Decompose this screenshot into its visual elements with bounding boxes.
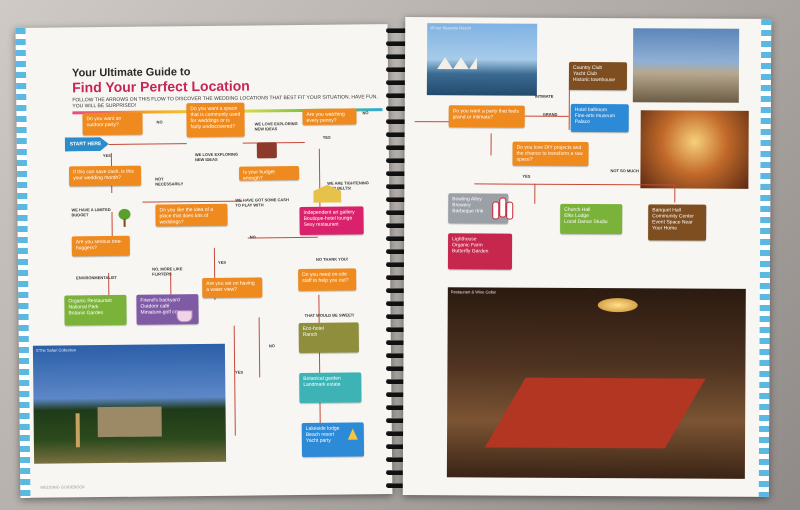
connector-line bbox=[569, 88, 570, 130]
label-yes: YES bbox=[218, 260, 226, 265]
connector-line bbox=[259, 317, 261, 377]
question-lots-of-weddings: Do you like the idea of a place that doe… bbox=[155, 204, 227, 227]
ballroom-photo bbox=[640, 110, 748, 189]
label-yes: YES bbox=[235, 370, 243, 375]
connector-line bbox=[491, 133, 492, 155]
bowling-pins-icon bbox=[492, 198, 510, 220]
giraffe-figure bbox=[76, 413, 80, 447]
connector-line bbox=[248, 237, 318, 239]
terrace-photo bbox=[633, 28, 739, 103]
connector-line bbox=[234, 326, 236, 436]
question-onsite-staff: Do you need on-site staff to help you ou… bbox=[298, 268, 356, 291]
connector-line bbox=[674, 184, 675, 202]
label-no: NO bbox=[362, 110, 368, 115]
label-no: NO bbox=[157, 119, 163, 124]
connector-line bbox=[474, 183, 674, 185]
result-gallery: Independent art gallery Boutique-hotel l… bbox=[299, 206, 363, 235]
guide-heading-line2: Find Your Perfect Location bbox=[72, 78, 250, 96]
question-watching-penny: Are you watching every penny? bbox=[302, 108, 356, 125]
question-space-type: Do you want a space that is commonly use… bbox=[186, 103, 244, 138]
connector-line bbox=[109, 143, 187, 145]
result-country-club: Country Club Yacht Club Historic townhou… bbox=[569, 62, 627, 90]
question-water-view: Are you set on having a water view? bbox=[202, 277, 262, 298]
tent-canopy bbox=[437, 57, 477, 69]
label-no-thank-you: NO THANK YOU! bbox=[316, 256, 348, 261]
result-lighthouse: Lighthouse Organic Farm Butterfly Garden bbox=[448, 233, 512, 269]
marina-photo: ©Four Seasons Resort bbox=[427, 23, 537, 96]
question-save-cash: If this can save cash, is this your wedd… bbox=[69, 166, 141, 187]
wine-cellar-dinner-photo: Restaurant & Wine Cellar bbox=[447, 287, 746, 479]
chandelier-icon bbox=[598, 298, 638, 312]
question-tree-huggers: Are you serious tree-huggers? bbox=[72, 236, 130, 257]
right-page: ©Four Seasons Resort Country Club Yacht … bbox=[403, 17, 771, 497]
label-yes: YES bbox=[103, 153, 111, 158]
label-grand: GRAND bbox=[543, 112, 558, 117]
label-sweet: THAT WOULD BE SWEET! bbox=[305, 312, 355, 318]
photo-caption: ©Four Seasons Resort bbox=[430, 25, 471, 30]
label-yes: YES bbox=[323, 135, 331, 140]
label-not-so-much: NOT SO MUCH bbox=[610, 168, 638, 173]
label-limited-budget: WE HAVE A LIMITED BUDGET bbox=[71, 207, 111, 217]
result-botanical: Botanical garden Landmark estate bbox=[299, 372, 361, 403]
left-page-edge-stripe bbox=[16, 28, 31, 498]
label-flirters: NO, MORE LIKE FLIRTERS bbox=[152, 266, 192, 276]
dining-table bbox=[485, 378, 706, 449]
photo-caption: ©The Safari Collection bbox=[36, 347, 76, 352]
label-no: NO bbox=[250, 234, 256, 239]
label-some-cash: WE HAVE GOT SOME CASH TO PLAY WITH bbox=[235, 197, 293, 208]
result-hotel-ballroom: Hotel ballroom Fine-arts museum Palace bbox=[571, 104, 629, 132]
connector-line bbox=[534, 184, 535, 204]
result-banquet-hall: Banquet Hall Community Center Event Spac… bbox=[648, 204, 706, 240]
safari-lodge-photo: ©The Safari Collection bbox=[33, 344, 226, 464]
label-environmentalist: ENVIRONMENTALIST bbox=[76, 275, 117, 280]
gift-box-icon bbox=[257, 142, 277, 158]
label-exploring: WE LOVE EXPLORING NEW IDEAS bbox=[255, 121, 299, 131]
question-budget-enough: Is your budget enough? bbox=[239, 166, 299, 181]
question-outdoor-party: Do you want an outdoor party? bbox=[82, 113, 142, 136]
result-eco-hotel: Eco-hotel Ranch bbox=[299, 322, 359, 353]
right-page-edge-stripe bbox=[759, 19, 772, 497]
label-yes: YES bbox=[522, 174, 530, 179]
connector-line bbox=[415, 121, 451, 122]
question-grand-or-intimate: Do you want a party that feels grand or … bbox=[449, 105, 525, 127]
cup-icon bbox=[177, 310, 193, 322]
lodge-building bbox=[98, 406, 162, 437]
result-organic: Organic Restaurant National Park Botanic… bbox=[64, 295, 126, 326]
label-intimate: INTIMATE bbox=[535, 94, 554, 99]
result-lakeside: Lakeside lodge Beach resort Yacht party bbox=[302, 422, 364, 457]
label-not-necessarily: NOT NECESSARILY bbox=[155, 176, 191, 186]
photo-caption: Restaurant & Wine Cellar bbox=[451, 289, 496, 294]
label-no: NO bbox=[269, 343, 275, 348]
result-church-hall: Church Hall Elks Lodge Local Dance Studi… bbox=[560, 204, 622, 234]
left-page: Your Ultimate Guide to Find Your Perfect… bbox=[16, 24, 393, 498]
start-here-arrow: START HERE bbox=[65, 137, 109, 151]
question-diy: Do you love DIY projects and the chance … bbox=[512, 142, 588, 166]
page-folio: WEDDING GUIDEBOOK bbox=[40, 484, 85, 489]
tree-icon bbox=[117, 209, 131, 227]
connector-line bbox=[142, 201, 242, 203]
label-exploring: WE LOVE EXPLORING NEW IDEAS bbox=[195, 152, 245, 163]
